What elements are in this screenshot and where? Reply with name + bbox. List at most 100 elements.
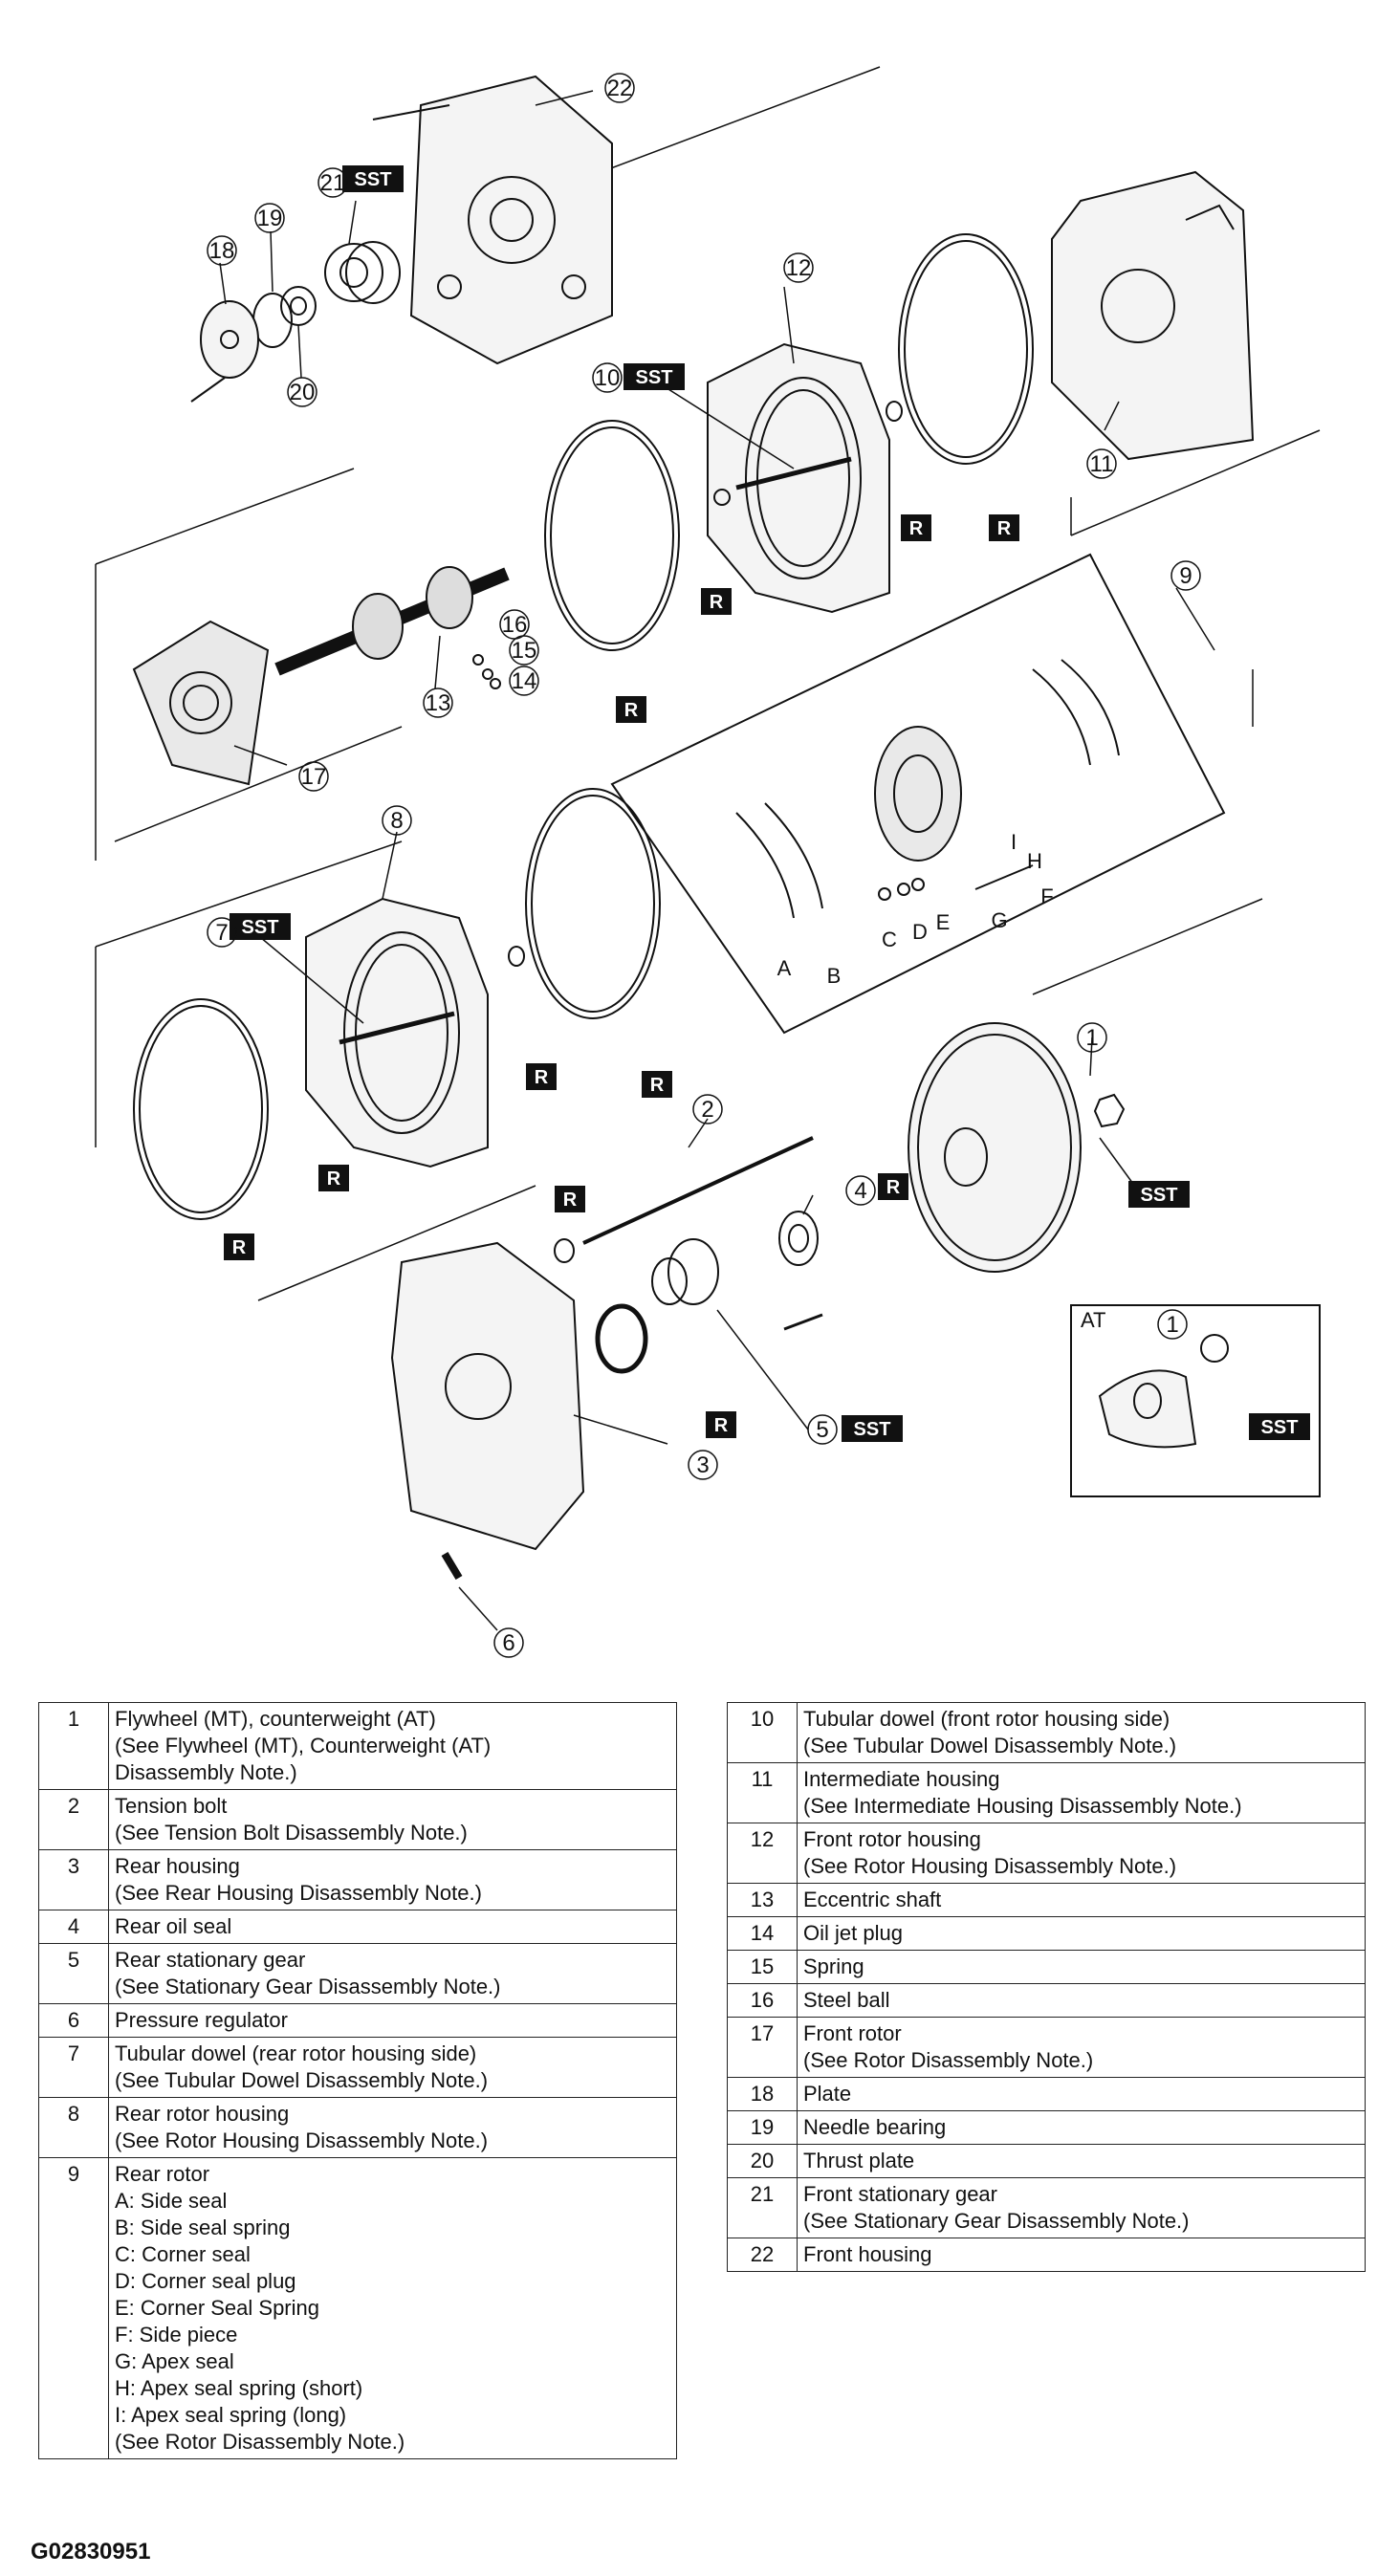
part-description: Steel ball [797, 1983, 1366, 2018]
part-number: 19 [727, 2110, 798, 2145]
part-number: 11 [727, 1762, 798, 1823]
o-ring-rear-housing [508, 946, 525, 967]
description-line: H: Apex seal spring (short) [115, 2376, 363, 2400]
callout-number: 7 [215, 920, 228, 946]
description-line: B: Side seal spring [115, 2216, 291, 2239]
rear-housing-3 [390, 1241, 585, 1551]
part-number: 1 [38, 1702, 109, 1790]
part-number: 5 [38, 1943, 109, 2004]
description-line: (See Tubular Dowel Disassembly Note.) [803, 1734, 1177, 1757]
part-number: 8 [38, 2097, 109, 2158]
description-line: Plate [803, 2082, 852, 2106]
part-number: 16 [727, 1983, 798, 2018]
part-description: Tubular dowel (rear rotor housing side)(… [108, 2037, 677, 2098]
intermediate-housing-11 [1051, 170, 1255, 461]
part-description: Plate [797, 2077, 1366, 2111]
replace-tag-label: R [997, 518, 1012, 539]
description-line: Thrust plate [803, 2149, 915, 2172]
part-number: 22 [727, 2238, 798, 2272]
callout-number: 2 [701, 1097, 713, 1123]
part-number: 21 [727, 2177, 798, 2238]
description-line: (See Intermediate Housing Disassembly No… [803, 1794, 1242, 1818]
rear-rotor-group-9 [610, 553, 1226, 1035]
callout-number: 11 [1090, 451, 1114, 477]
part-description: Spring [797, 1950, 1366, 1984]
rotor-part-letter: B [827, 964, 842, 988]
description-line: (See Rotor Disassembly Note.) [115, 2430, 405, 2454]
front-rotor-housing-12 [707, 342, 890, 614]
part-description: Tension bolt(See Tension Bolt Disassembl… [108, 1789, 677, 1850]
tag-r-6: R [642, 1071, 672, 1098]
part-number: 9 [38, 2157, 109, 2459]
tags: SST SST SST SST SST SST R R R R R R R R … [224, 165, 1310, 1442]
tag-r-4: R [616, 696, 646, 723]
part-description: Rear rotor A: Side seal B: Side seal sprin… [108, 2157, 677, 2459]
description-line: Rear rotor [115, 2162, 210, 2186]
description-line: (See Rear Housing Disassembly Note.) [115, 1881, 482, 1905]
callout-number: 21 [320, 170, 346, 196]
part-number: 15 [727, 1950, 798, 1984]
callout-number: 1 [1166, 1312, 1178, 1338]
front-stationary-gear-21 [324, 241, 401, 304]
rotor-part-letter: A [777, 956, 792, 980]
rotor-part-letter: D [912, 920, 928, 944]
replace-tag-label: R [886, 1177, 901, 1198]
description-line: Pressure regulator [115, 2008, 288, 2032]
exploded-view-diagram: SST SST SST SST SST SST R R R R R R R R … [95, 66, 1321, 1658]
tag-r-1: R [901, 514, 931, 541]
description-line: D: Corner seal plug [115, 2269, 296, 2293]
part-number: 13 [727, 1883, 798, 1917]
description-line: Tubular dowel (front rotor housing side) [803, 1707, 1170, 1731]
callout-number: 20 [290, 380, 316, 405]
tag-sst-21: SST [342, 165, 404, 192]
callout-number: 8 [390, 808, 403, 834]
figure-code: G02830951 [31, 2539, 151, 2565]
description-line: E: Corner Seal Spring [115, 2296, 319, 2320]
tag-sst-1: SST [1128, 1181, 1190, 1208]
description-line: Rear stationary gear [115, 1948, 306, 1972]
part-description: Tubular dowel (front rotor housing side)… [797, 1702, 1366, 1763]
callout-number: 13 [426, 690, 451, 716]
rear-stationary-gear-5 [651, 1238, 719, 1305]
rotor-letters: A B C D E F G H I [777, 830, 1054, 988]
part-description: Intermediate housing(See Intermediate Ho… [797, 1762, 1366, 1823]
sst-tag-label: SST [355, 169, 392, 190]
front-rotor-17 [132, 620, 270, 786]
description-line: F: Side piece [115, 2323, 238, 2347]
callout-number: 9 [1179, 563, 1192, 589]
seal-ring-front-a [898, 233, 1034, 465]
callouts: 1 2 3 4 5 6 7 8 9 10 11 12 13 14 15 16 1… [207, 73, 1201, 1658]
part-description: Front housing [797, 2238, 1366, 2272]
part-number: 17 [727, 2017, 798, 2078]
replace-tag-label: R [909, 518, 924, 539]
description-line: Tubular dowel (rear rotor housing side) [115, 2041, 477, 2065]
replace-tag-label: R [624, 700, 639, 721]
part-description: Rear rotor housing(See Rotor Housing Dis… [108, 2097, 677, 2158]
tag-r-11: R [706, 1411, 736, 1438]
description-line: A: Side seal [115, 2189, 228, 2213]
part-number: 10 [727, 1702, 798, 1763]
part-description: Rear housing (See Rear Housing Disassembl… [108, 1849, 677, 1910]
description-line: Front rotor [803, 2021, 902, 2045]
part-number: 6 [38, 2003, 109, 2038]
part-description: Front rotor housing(See Rotor Housing Di… [797, 1823, 1366, 1884]
callout-number: 18 [209, 238, 235, 264]
seal-ring-front-b [544, 420, 680, 651]
replace-tag-label: R [535, 1067, 549, 1088]
part-number: 2 [38, 1789, 109, 1850]
inset-label: AT [1081, 1308, 1105, 1332]
rear-oil-seal-4 [778, 1211, 819, 1266]
part-description: Rear oil seal [108, 1910, 677, 1944]
sst-tag-label: SST [854, 1419, 891, 1440]
description-line: Rear housing [115, 1854, 240, 1878]
sst-tag-label: SST [636, 367, 673, 388]
